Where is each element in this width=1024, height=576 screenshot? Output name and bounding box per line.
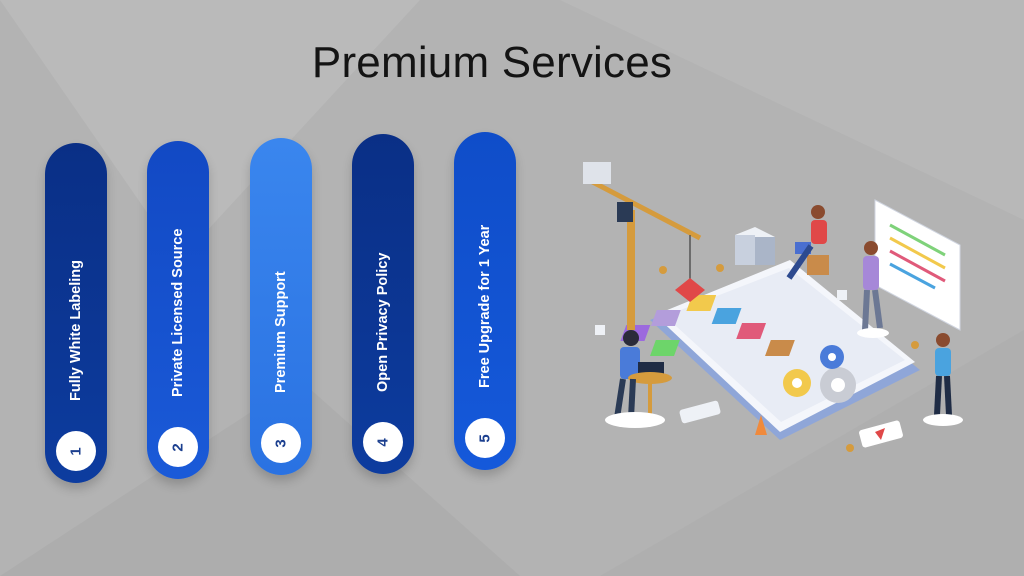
service-label: Private Licensed Source <box>170 228 186 397</box>
traffic-cone-icon <box>755 415 767 435</box>
whiteboard-icon <box>874 199 961 331</box>
service-card-3: Premium Support 3 <box>250 138 312 475</box>
service-card-2: Private Licensed Source 2 <box>147 141 209 479</box>
service-label: Free Upgrade for 1 Year <box>477 224 493 388</box>
server-icon <box>735 227 775 265</box>
service-card-1: Fully White Labeling 1 <box>45 143 107 483</box>
service-number-badge: 3 <box>261 423 301 463</box>
service-number-badge: 5 <box>465 418 505 458</box>
service-number-badge: 1 <box>56 431 96 471</box>
construction-crane-icon <box>583 162 705 330</box>
service-card-5: Free Upgrade for 1 Year 5 <box>454 132 516 470</box>
app-development-illustration <box>583 162 963 452</box>
service-label: Open Privacy Policy <box>375 252 391 392</box>
laptop-icon <box>786 205 829 280</box>
service-label: Fully White Labeling <box>68 260 84 401</box>
service-number-badge: 4 <box>363 422 403 462</box>
page-title: Premium Services <box>311 38 673 87</box>
service-number-badge: 2 <box>158 427 198 467</box>
service-label: Premium Support <box>273 271 289 393</box>
service-card-4: Open Privacy Policy 4 <box>352 134 414 474</box>
